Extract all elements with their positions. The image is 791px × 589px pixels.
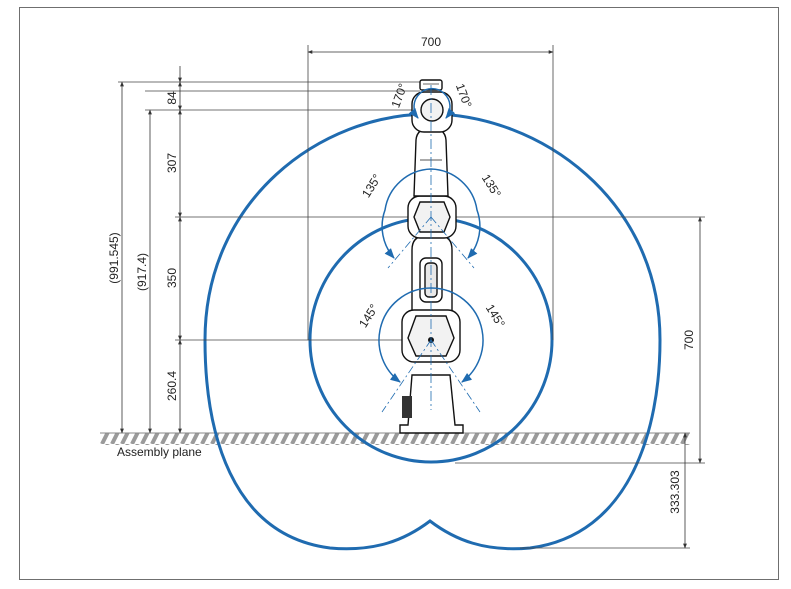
drawing-frame	[19, 7, 779, 580]
dimension-seg-260-label: 260.4	[165, 371, 179, 401]
dimension-top-width-label: 700	[421, 35, 441, 49]
dimension-right-333-label: 333.303	[668, 470, 682, 514]
dimension-left-inner: (917.4)	[135, 109, 152, 434]
dimension-right-333: 333.303	[668, 432, 687, 549]
assembly-plane-hatch	[100, 433, 690, 445]
dimension-seg-84-label: 84	[165, 91, 179, 105]
dimension-seg-307-label: 307	[165, 153, 179, 173]
angle-shoulder-right: 145°	[483, 302, 508, 331]
dimension-top-width: 700	[307, 35, 554, 340]
dimension-left-outer-label: (991.545)	[107, 232, 121, 283]
angle-shoulder-left: 145°	[356, 301, 381, 330]
joint-limit-rays	[381, 216, 481, 413]
robot-arm	[399, 79, 464, 434]
angle-wrist-left: 170°	[388, 81, 410, 109]
angle-elbow-right: 135°	[479, 172, 504, 201]
dimension-right-700-label: 700	[682, 330, 696, 350]
dimension-left-inner-label: (917.4)	[135, 253, 149, 291]
angle-elbow-left: 135°	[359, 171, 384, 200]
dimension-left-outer: (991.545)	[107, 81, 124, 434]
joint-rotation-indicators	[378, 88, 484, 383]
assembly-plane-label: Assembly plane	[117, 445, 202, 459]
dimension-segments: 84 307 350 260.4	[165, 66, 182, 434]
angle-wrist-right: 170°	[453, 82, 475, 110]
dimension-right-700: 700	[682, 216, 702, 464]
dimension-seg-350-label: 350	[165, 268, 179, 288]
